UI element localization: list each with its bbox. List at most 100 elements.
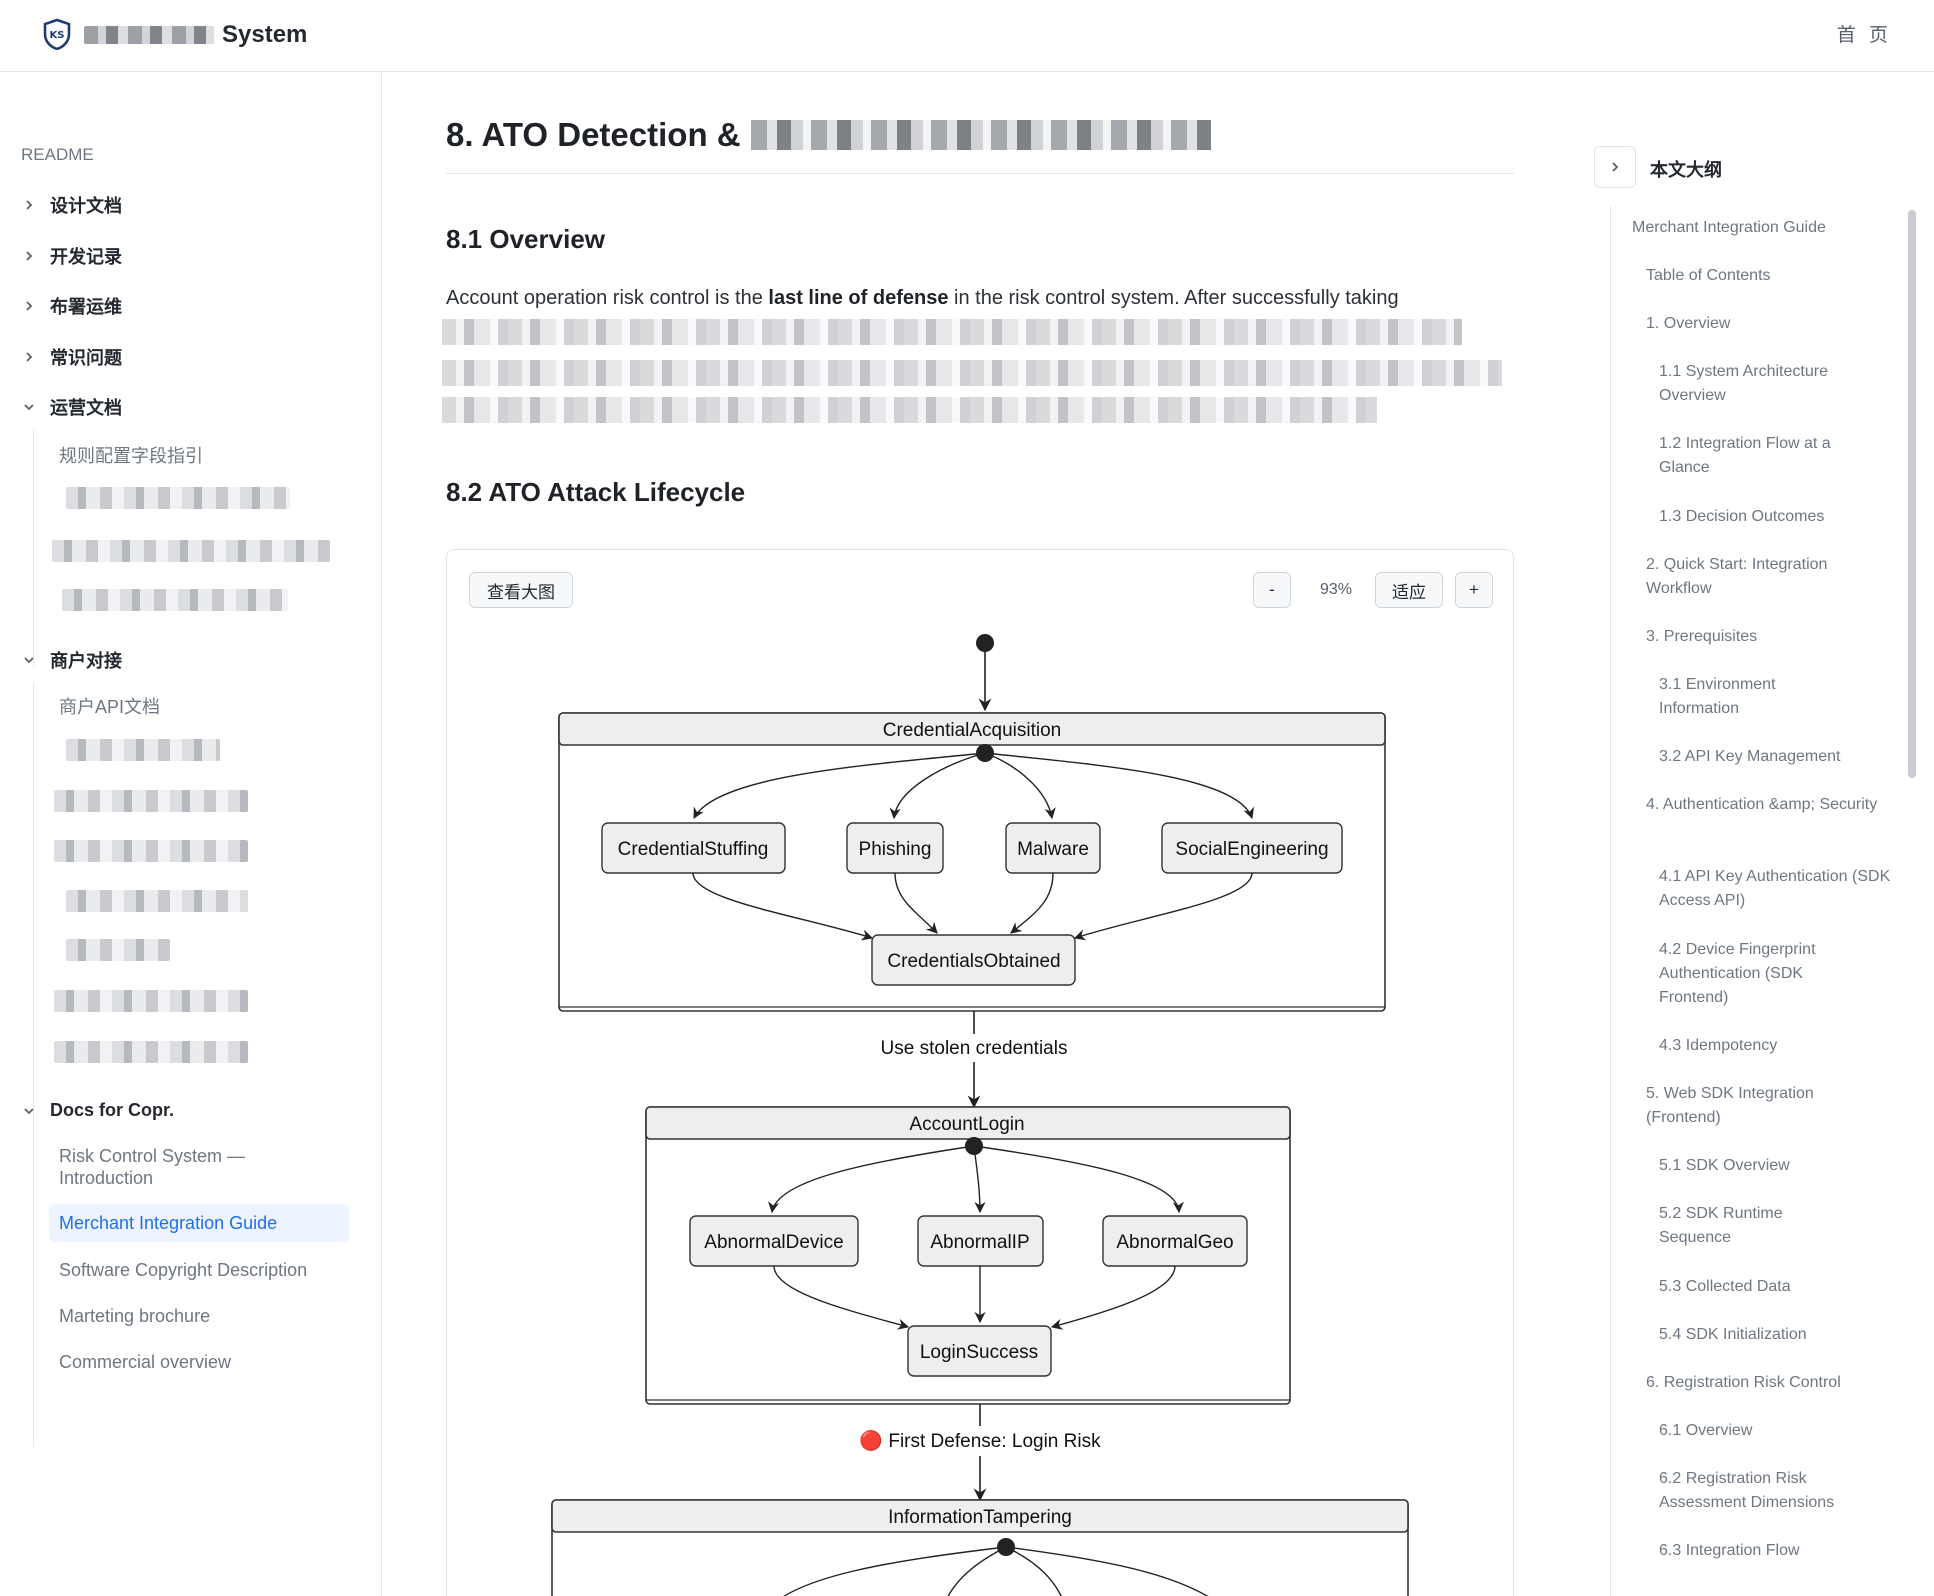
sidebar-item-redacted[interactable]: [54, 840, 248, 862]
toc-item[interactable]: 1. Overview: [1646, 315, 1731, 332]
toc-item[interactable]: 4. Authentication &amp; Security: [1646, 796, 1878, 813]
toc-item[interactable]: 6.1 Overview: [1659, 1422, 1753, 1439]
state-title: CredentialAcquisition: [883, 720, 1062, 741]
state-abnormal-geo[interactable]: AbnormalGeo: [1102, 1215, 1248, 1267]
toc-item[interactable]: 5. Web SDK Integration (Frontend): [1646, 1085, 1814, 1126]
sidebar-group-merchant[interactable]: 商户对接: [20, 647, 122, 673]
sidebar-item-redacted[interactable]: [66, 487, 290, 509]
paragraph-text: in the risk control system. After succes…: [948, 287, 1399, 309]
sidebar-item-redacted[interactable]: [54, 1041, 248, 1063]
toc-item[interactable]: 1.2 Integration Flow at a Glance: [1659, 435, 1831, 476]
toc-item[interactable]: 6.3 Integration Flow: [1659, 1542, 1800, 1559]
sidebar-group-operations[interactable]: 运营文档: [20, 394, 122, 420]
transition-arrow: [973, 1145, 1184, 1214]
toc-item[interactable]: 3.1 Environment Information: [1659, 676, 1776, 717]
sidebar-item-rule-config[interactable]: 规则配置字段指引: [59, 446, 203, 466]
home-link[interactable]: 首 页: [1836, 25, 1892, 46]
outline-scrollbar-thumb[interactable]: [1908, 210, 1916, 778]
sidebar-item-merchant-api[interactable]: 商户API文档: [59, 697, 161, 717]
transition-arrow: [1005, 1546, 1209, 1596]
transition-label: Use stolen credentials: [881, 1038, 1068, 1059]
state-diagram[interactable]: CredentialAcquisition CredentialStuffing…: [447, 550, 1514, 1596]
brand-name-redacted: [84, 26, 214, 44]
toc-item[interactable]: 2. Quick Start: Integration Workflow: [1646, 556, 1828, 597]
toc-item[interactable]: Table of Contents: [1646, 267, 1771, 284]
fit-button[interactable]: 适应: [1375, 572, 1443, 608]
composite-state-information-tampering[interactable]: InformationTampering: [551, 1499, 1409, 1596]
toc-item[interactable]: 4.2 Device Fingerprint Authentication (S…: [1659, 941, 1816, 1006]
state-credential-stuffing[interactable]: CredentialStuffing: [601, 822, 786, 874]
sidebar-item-merchant-integration-guide[interactable]: Merchant Integration Guide: [49, 1204, 349, 1242]
sidebar-item-redacted[interactable]: [66, 939, 170, 961]
zoom-in-button[interactable]: +: [1455, 572, 1493, 608]
toc-item[interactable]: Merchant Integration Guide: [1632, 219, 1826, 236]
paragraph-text: Account operation risk control is the: [446, 287, 769, 309]
view-large-button[interactable]: 查看大图: [469, 572, 573, 608]
transition-label-bg: [877, 1034, 1073, 1062]
state-abnormal-ip[interactable]: AbnormalIP: [917, 1215, 1044, 1267]
sidebar-item-risk-control-intro[interactable]: Risk Control System — Introduction: [59, 1146, 246, 1188]
state-phishing[interactable]: Phishing: [846, 822, 944, 874]
sidebar-item-redacted[interactable]: [54, 790, 248, 812]
page-title-redacted: [750, 120, 1211, 150]
sidebar-item-redacted[interactable]: [62, 589, 288, 611]
transition-arrow: [984, 752, 1056, 820]
zoom-level: 93%: [1319, 581, 1353, 598]
composite-state-credential-acquisition[interactable]: CredentialAcquisition: [558, 712, 1386, 1012]
state-label: AbnormalIP: [930, 1232, 1029, 1253]
state-credentials-obtained[interactable]: CredentialsObtained: [871, 934, 1076, 986]
shield-logo-icon[interactable]: KS: [42, 18, 72, 50]
sidebar-group-label: 商户对接: [50, 651, 122, 671]
sidebar-item-redacted[interactable]: [66, 890, 248, 912]
chevron-down-icon: [20, 1102, 38, 1120]
svg-text:KS: KS: [50, 30, 65, 41]
tree-guide-line: [33, 682, 34, 1152]
sidebar-item-redacted[interactable]: [66, 739, 220, 761]
toc-item[interactable]: 1.3 Decision Outcomes: [1659, 508, 1825, 525]
state-title: AccountLogin: [909, 1114, 1024, 1135]
brand[interactable]: System: [84, 20, 307, 50]
transition-arrow: [894, 872, 938, 934]
sidebar-item-redacted[interactable]: [52, 540, 330, 562]
top-bar: KS System 首 页: [0, 0, 1934, 72]
sidebar-item-redacted[interactable]: [54, 990, 248, 1012]
toc-item[interactable]: 6.2 Registration Risk Assessment Dimensi…: [1659, 1470, 1835, 1511]
toc-item[interactable]: 4.3 Idempotency: [1659, 1037, 1778, 1054]
diagram-card: 查看大图 - 93% 适应 + CredentialAcquisition: [446, 549, 1514, 1596]
state-label: SocialEngineering: [1175, 839, 1328, 860]
sidebar-item-marketing-brochure[interactable]: Marteting brochure: [59, 1306, 211, 1326]
sidebar-item-software-copyright[interactable]: Software Copyright Description: [59, 1260, 308, 1280]
state-abnormal-device[interactable]: AbnormalDevice: [689, 1215, 859, 1267]
sidebar-group-docs-copr[interactable]: Docs for Copr.: [20, 1100, 174, 1121]
sidebar-group-design[interactable]: 设计文档: [20, 192, 122, 218]
toc-item[interactable]: 3.2 API Key Management: [1659, 748, 1841, 765]
main-content: 8. ATO Detection & 8.1 Overview Account …: [442, 72, 1514, 1596]
sidebar-group-faq[interactable]: 常识问题: [20, 344, 122, 370]
sidebar-item-commercial-overview[interactable]: Commercial overview: [59, 1352, 232, 1372]
transition-arrow: [1050, 1265, 1176, 1330]
tree-guide-line: [33, 1135, 34, 1447]
toc-item[interactable]: 5.4 SDK Initialization: [1659, 1326, 1807, 1343]
toc-item[interactable]: 5.3 Collected Data: [1659, 1278, 1791, 1295]
toc-item[interactable]: 5.1 SDK Overview: [1659, 1157, 1790, 1174]
sidebar-group-devlog[interactable]: 开发记录: [20, 243, 122, 269]
sidebar-group-deploy[interactable]: 布署运维: [20, 293, 122, 319]
outline-rail: [1610, 206, 1611, 1596]
transition-arrow: [947, 1546, 1007, 1596]
start-node: [976, 634, 994, 652]
toc-item[interactable]: 6. Registration Risk Control: [1646, 1374, 1841, 1391]
state-login-success[interactable]: LoginSuccess: [907, 1325, 1052, 1377]
overview-paragraph: Account operation risk control is the la…: [446, 284, 1514, 312]
state-social-engineering[interactable]: SocialEngineering: [1161, 822, 1343, 874]
toc-item[interactable]: 3. Prerequisites: [1646, 628, 1758, 645]
zoom-out-button[interactable]: -: [1253, 572, 1291, 608]
sidebar-readme[interactable]: README: [21, 145, 94, 164]
outline-toggle-button[interactable]: [1594, 146, 1636, 188]
state-label: CredentialsObtained: [887, 951, 1060, 972]
toc-item[interactable]: 1.1 System Architecture Overview: [1659, 363, 1828, 404]
state-malware[interactable]: Malware: [1005, 822, 1101, 874]
toc-item[interactable]: 4.1 API Key Authentication (SDK Access A…: [1659, 868, 1891, 909]
chevron-right-icon: [1612, 162, 1619, 172]
toc-item[interactable]: 5.2 SDK Runtime Sequence: [1659, 1205, 1783, 1246]
title-divider: [446, 173, 1514, 174]
